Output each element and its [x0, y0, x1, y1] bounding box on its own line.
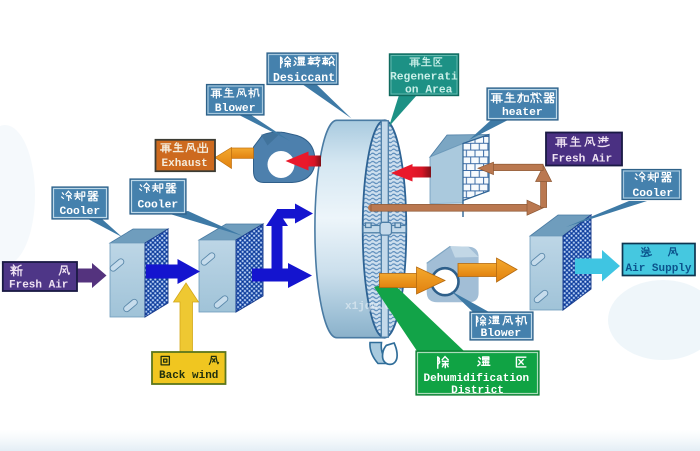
svg-text:Desiccant: Desiccant — [273, 72, 335, 85]
svg-text:Regenerati: Regenerati — [390, 72, 458, 84]
svg-text:on Area: on Area — [405, 85, 453, 97]
svg-text:District: District — [451, 385, 504, 397]
svg-text:Blower: Blower — [215, 103, 256, 115]
svg-text:Cooler: Cooler — [138, 200, 179, 212]
svg-text:heater: heater — [502, 107, 543, 119]
svg-text:Cooler: Cooler — [633, 188, 674, 200]
svg-text:x1jqw.cn: x1jqw.cn — [345, 301, 398, 313]
svg-text:Air Supply: Air Supply — [626, 263, 692, 275]
svg-text:Fresh Air: Fresh Air — [552, 154, 612, 166]
svg-text:Blower: Blower — [481, 328, 522, 340]
svg-text:Cooler: Cooler — [60, 206, 101, 218]
svg-text:Fresh Air: Fresh Air — [9, 280, 68, 292]
svg-text:Back wind: Back wind — [159, 370, 218, 382]
svg-text:Dehumidification: Dehumidification — [424, 373, 530, 385]
svg-text:Exhaust: Exhaust — [162, 158, 208, 170]
